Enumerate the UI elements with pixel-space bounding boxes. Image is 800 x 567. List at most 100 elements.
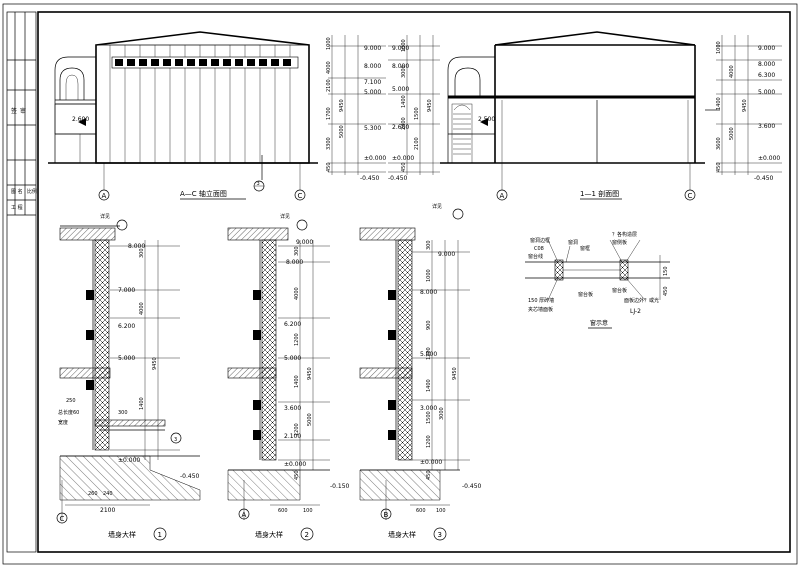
elev-dim-1: 1000 bbox=[326, 37, 332, 50]
d1-bottom-dim-3: 240 bbox=[103, 491, 113, 497]
d1-level-4: 5.000 bbox=[118, 355, 135, 362]
d1-level-6: -0.450 bbox=[180, 473, 200, 480]
sec-r-dim-5: 5000 bbox=[729, 127, 735, 140]
win-label-12: 面板边外？或光 bbox=[624, 297, 659, 304]
sec-dim-5: 1500 bbox=[414, 107, 420, 120]
d2-level-5: 3.600 bbox=[284, 405, 301, 412]
d3-dim-2: 1000 bbox=[426, 269, 432, 282]
window-caption: 窗示意 bbox=[590, 319, 608, 327]
elev-level-1: 9.000 bbox=[364, 45, 381, 52]
d2-level-2: 8.000 bbox=[286, 259, 303, 266]
sec-r-dim-3: 1400 bbox=[716, 97, 722, 110]
sec-r-level-1: 9.000 bbox=[758, 45, 775, 52]
d1-note-1: 总长度60 bbox=[58, 409, 79, 416]
drawing-frame bbox=[37, 11, 791, 553]
elev-level-3: 7.100 bbox=[364, 79, 381, 86]
d2-dim-6: 5000 bbox=[307, 413, 313, 426]
sec-dim-7: 450 bbox=[401, 162, 407, 172]
d3-dim-7: 3000 bbox=[439, 407, 445, 420]
elev-level-4: 5.000 bbox=[364, 89, 381, 96]
detail2-number: 2 bbox=[305, 531, 309, 539]
detail1-axis: C bbox=[60, 515, 65, 523]
win-label-9: 150 厚砖墙 bbox=[528, 297, 554, 304]
detail1-axis-bubble bbox=[56, 512, 68, 524]
sec-level-2: 8.000 bbox=[392, 63, 409, 70]
elevation-view: 2.600 A C 3 A—C 轴立面图 bbox=[48, 31, 318, 201]
detail2-axis-bubble bbox=[238, 508, 250, 520]
detail2-caption: 墙身大样 bbox=[255, 530, 283, 539]
d2-dim-5: 1400 bbox=[294, 375, 300, 388]
detail1-number: 1 bbox=[158, 531, 162, 539]
d2-level-1: 9.000 bbox=[296, 239, 313, 246]
elev-dim-8: 450 bbox=[326, 162, 332, 172]
detail3-caption: 墙身大样 bbox=[388, 530, 416, 539]
sec-dim-3: 1400 bbox=[401, 95, 407, 108]
d3-level-5: ±0.000 bbox=[420, 459, 442, 466]
sec-dim-2: 3000 bbox=[401, 65, 407, 78]
win-label-10: 夹芯墙面板 bbox=[528, 306, 553, 313]
sec-level-5: ±0.000 bbox=[392, 155, 414, 162]
axis-bubble-a bbox=[98, 189, 110, 201]
section-right-dimension-stack: 9.000 8.000 6.300 5.000 3.600 ±0.000 -0.… bbox=[716, 35, 782, 182]
sheet-border bbox=[2, 3, 798, 565]
title-block-cell-4: 工 程 bbox=[11, 204, 23, 211]
sec-r-level-2: 8.000 bbox=[758, 61, 775, 68]
d2-dim-3: 1200 bbox=[294, 333, 300, 346]
d1-bottom-dim-1: 2100 bbox=[100, 507, 115, 514]
title-block-cell-2: 审 bbox=[20, 107, 26, 115]
wall-detail-2: A 详见 9.000 8.000 6.200 5.000 3.600 2.100… bbox=[227, 213, 350, 541]
sec-r-level-3: 6.300 bbox=[758, 72, 775, 79]
sec-level-1: 9.000 bbox=[392, 45, 409, 52]
sec-level-6: -0.450 bbox=[388, 175, 408, 182]
win-label-7: 窗侧板 bbox=[612, 239, 627, 246]
sec-r-level-7: -0.450 bbox=[754, 175, 774, 182]
d3-dim-8: 1500 bbox=[426, 411, 432, 424]
axis-c-label: C bbox=[298, 192, 303, 200]
sec-dim-1: 1000 bbox=[401, 39, 407, 52]
elev-level-5: 5.300 bbox=[364, 125, 381, 132]
win-label-1: 窗洞边框 bbox=[530, 237, 550, 244]
detail3-callout bbox=[452, 208, 464, 220]
d3-bottom-dim-2: 100 bbox=[436, 508, 446, 514]
window-band bbox=[111, 56, 299, 69]
d3-level-6: -0.450 bbox=[462, 483, 482, 490]
win-label-5: 窗框 bbox=[580, 245, 590, 252]
d1-dim-2: 4000 bbox=[139, 302, 145, 315]
sec-r-dim-1: 1000 bbox=[716, 41, 722, 54]
sec-dim-8: 9450 bbox=[427, 99, 433, 112]
detail1-side-callout bbox=[170, 432, 182, 444]
title-block-cell-1: 签 bbox=[11, 107, 17, 115]
d2-level-4: 5.000 bbox=[284, 355, 301, 362]
d3-dim-3: 900 bbox=[426, 320, 432, 330]
wall-detail-1: C 详见 8.000 7.000 6.200 5.000 ±0.000 -0.4… bbox=[56, 213, 201, 541]
d3-level-4: 3.000 bbox=[420, 405, 437, 412]
elevation-dimension-stack: 9.000 8.000 7.100 5.000 5.300 ±0.000 -0.… bbox=[326, 35, 386, 182]
d3-dim-6: 1400 bbox=[426, 379, 432, 392]
elev-level-2: 8.000 bbox=[364, 63, 381, 70]
detail3-number: 3 bbox=[438, 531, 442, 539]
section-level-left: 2.500 bbox=[478, 116, 495, 123]
elev-level-7: -0.450 bbox=[360, 175, 380, 182]
detail2-top-note: 详见 bbox=[280, 213, 290, 220]
section-axis-a-label: A bbox=[500, 192, 505, 200]
win-label-6: ？各构造层 bbox=[612, 231, 637, 238]
d1-level-1: 8.000 bbox=[128, 243, 145, 250]
d1-level-3: 6.200 bbox=[118, 323, 135, 330]
elev-dim-3: 2100 bbox=[326, 79, 332, 92]
detail3-top-note: 详见 bbox=[432, 203, 442, 210]
sec-dim-6: 2100 bbox=[414, 137, 420, 150]
d3-dim-1: 300 bbox=[426, 240, 432, 250]
detail3-axis-bubble bbox=[380, 508, 392, 520]
d2-dim-7: 1200 bbox=[294, 423, 300, 436]
win-label-13: 150 bbox=[663, 266, 669, 276]
d2-dim-2: 4000 bbox=[294, 287, 300, 300]
section-caption: 1—1 剖面图 bbox=[580, 189, 619, 198]
elev-dim-6: 5000 bbox=[339, 125, 345, 138]
d1-dim-5: 250 bbox=[66, 398, 76, 404]
d2-level-8: -0.150 bbox=[330, 483, 350, 490]
d2-bottom-dim-2: 100 bbox=[303, 508, 313, 514]
d3-dim-5: 9450 bbox=[452, 367, 458, 380]
d2-level-6: 2.100 bbox=[284, 433, 301, 440]
d3-dim-9: 1200 bbox=[426, 435, 432, 448]
